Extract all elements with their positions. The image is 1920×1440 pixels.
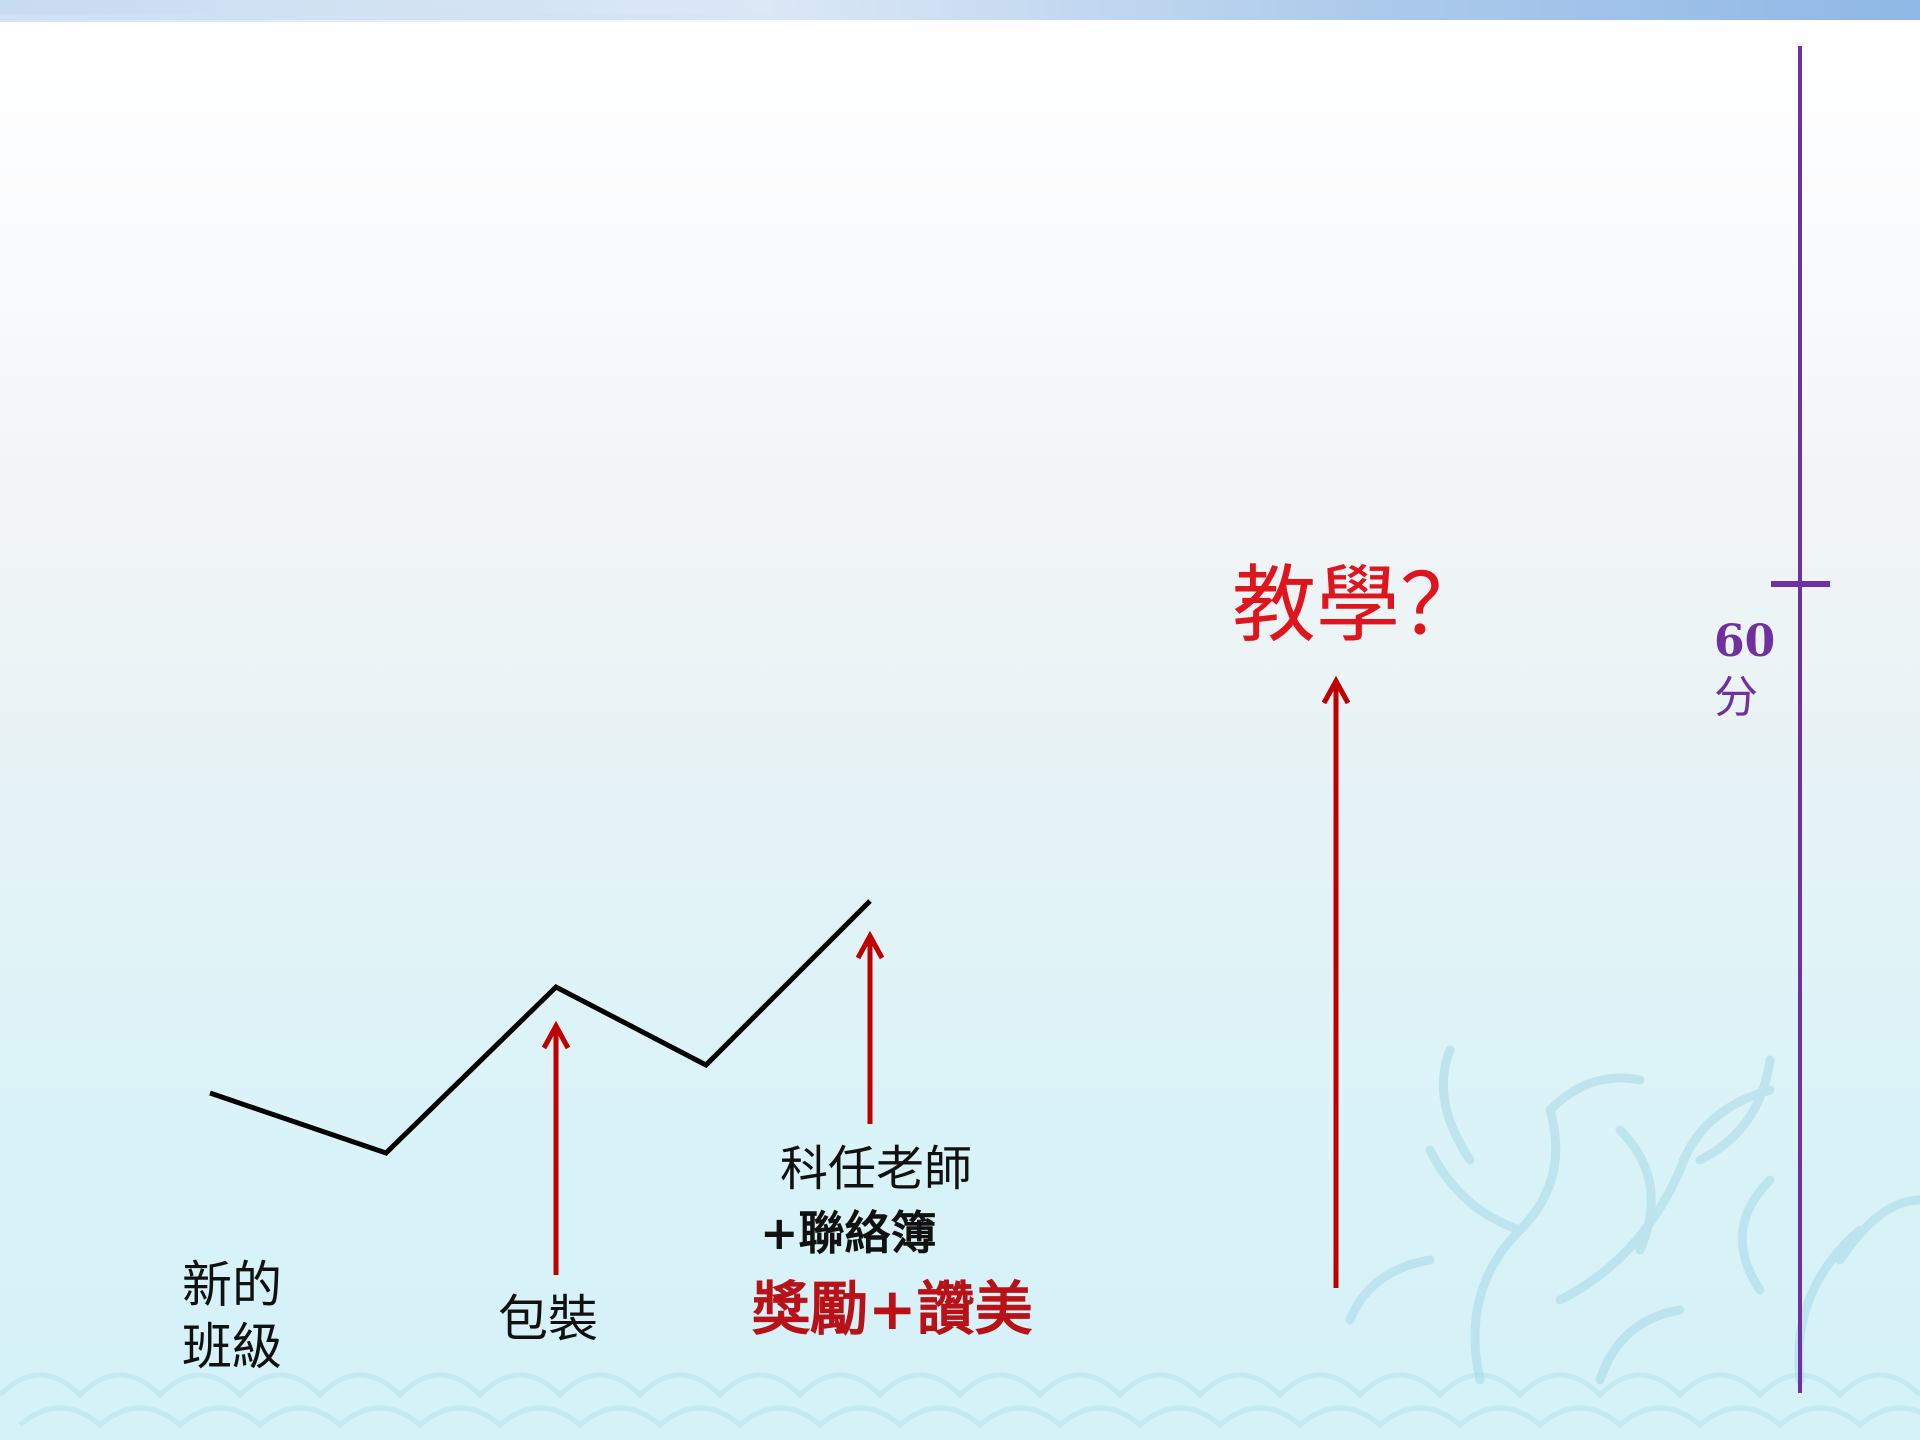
label-new-class-line1: 新的 [182, 1256, 282, 1314]
arrow-teaching [1321, 675, 1351, 1288]
label-teaching-question: 教學？ [1232, 556, 1485, 654]
label-new-class-line2: 班級 [182, 1318, 282, 1376]
label-contact-book: +聯絡簿 [760, 1206, 937, 1260]
top-bar-highlight [0, 14, 960, 22]
label-new-class: 新的 班級 [182, 1254, 282, 1378]
score-label: 60 分 [1714, 614, 1775, 726]
score-scale [1771, 46, 1830, 1393]
arrow-reward [855, 930, 885, 1124]
label-packaging: 包裝 [498, 1290, 598, 1348]
trend-line [209, 899, 872, 1156]
score-value: 60 [1714, 616, 1776, 667]
label-subject-teacher: 科任老師 [780, 1141, 973, 1197]
label-reward-praise: 獎勵+讚美 [752, 1275, 1033, 1343]
score-unit: 分 [1714, 672, 1758, 723]
coral-decoration [1345, 1045, 1920, 1385]
arrow-packaging [541, 1020, 571, 1275]
